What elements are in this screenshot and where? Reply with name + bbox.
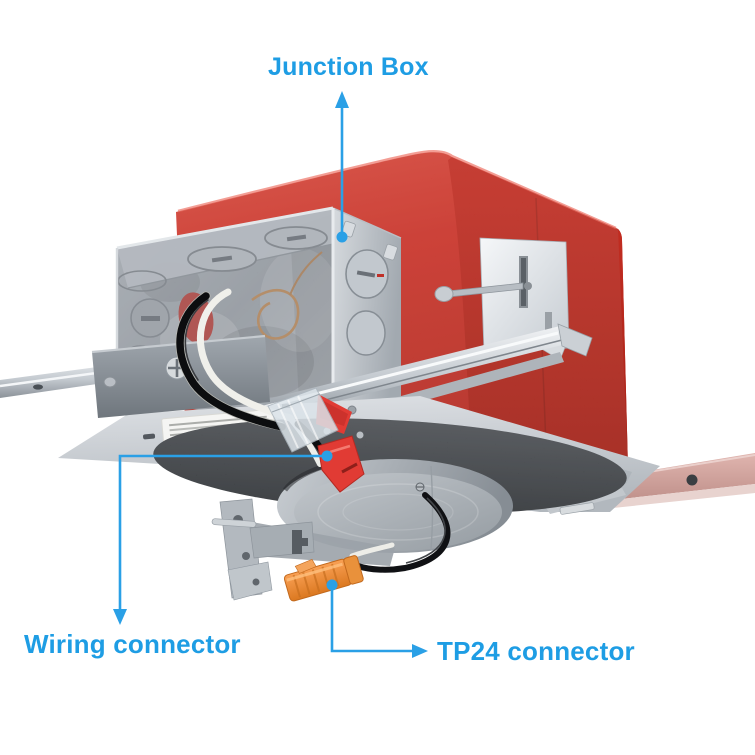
hanger-bar-rail-right-flat bbox=[610, 453, 755, 508]
junction-box-leader bbox=[335, 91, 349, 243]
leader-dot bbox=[321, 450, 333, 462]
tp24-connector-label: TP24 connector bbox=[437, 636, 635, 666]
tp24-connector-part bbox=[283, 492, 451, 602]
arrow-down-icon bbox=[113, 609, 127, 625]
black-wire bbox=[355, 492, 451, 573]
wiring-connector-label: Wiring connector bbox=[24, 629, 241, 659]
knockout bbox=[346, 310, 386, 356]
tp24-connector-leader bbox=[326, 579, 428, 658]
callout-leaders bbox=[113, 91, 428, 658]
leader-dot bbox=[336, 231, 348, 243]
white-wire bbox=[349, 542, 395, 559]
junction-box-label: Junction Box bbox=[268, 53, 429, 81]
wiring-connector-leader bbox=[113, 450, 333, 625]
wiring-connector-part bbox=[267, 387, 365, 493]
white-wire bbox=[196, 288, 294, 422]
leader-dot bbox=[326, 579, 338, 591]
arrow-up-icon bbox=[335, 91, 349, 108]
arrow-right-icon bbox=[412, 644, 428, 658]
trim-support-bracket bbox=[211, 498, 395, 601]
black-wire bbox=[176, 292, 286, 431]
red-clamp bbox=[317, 435, 365, 493]
nail-head bbox=[434, 286, 454, 302]
